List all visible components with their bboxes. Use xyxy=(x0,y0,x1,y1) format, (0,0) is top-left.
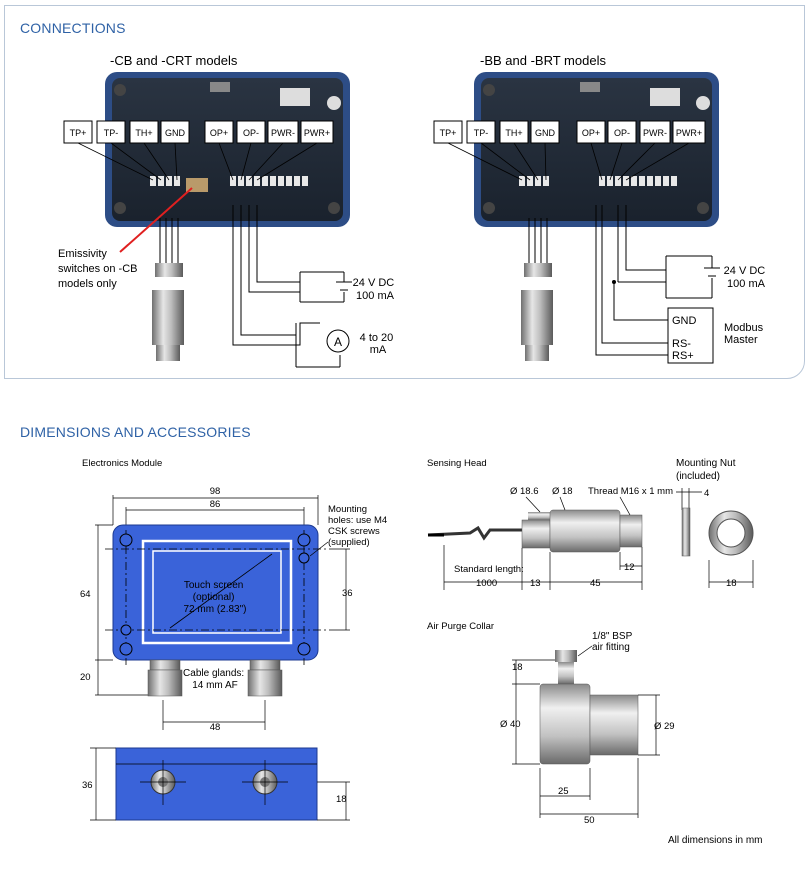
left-terminal-label: PWR- xyxy=(271,128,295,138)
module-side-view xyxy=(115,747,318,821)
modbus-pins: GND RS- RS+ xyxy=(672,315,700,362)
left-terminal-label: TP+ xyxy=(70,128,87,138)
dim-64: 64 xyxy=(80,589,91,600)
collar-dim-18: 18 xyxy=(512,662,523,673)
left-connection-diagram: -CB and -CRT models TP+ TP- TH+ GN xyxy=(58,53,398,368)
ammeter-label: A xyxy=(334,335,342,349)
connections-title: CONNECTIONS xyxy=(20,20,126,36)
sensing-head-drawing: Sensing Head Ø 18.6 Ø 18 Thread M16 x 1 … xyxy=(427,458,673,590)
right-sensing-head xyxy=(521,290,553,345)
right-terminal-label: TH+ xyxy=(505,128,522,138)
mounting-nut-drawing: Mounting Nut (included) 4 18 xyxy=(676,458,754,589)
dimensions-title: DIMENSIONS AND ACCESSORIES xyxy=(20,424,251,440)
left-terminal-label: OP+ xyxy=(210,128,228,138)
right-terminal-label: OP- xyxy=(614,128,630,138)
air-purge-collar-title: Air Purge Collar xyxy=(427,621,494,632)
right-terminal-label: PWR+ xyxy=(676,128,702,138)
dim-86: 86 xyxy=(210,499,221,510)
left-terminal-label: TH+ xyxy=(135,128,152,138)
dim-18-side: 18 xyxy=(336,794,347,805)
dim-36-side: 36 xyxy=(82,780,93,791)
standard-length-label: Standard length: xyxy=(454,564,524,575)
emissivity-pointer xyxy=(119,187,193,253)
modbus-connector xyxy=(667,307,714,364)
left-sensing-head xyxy=(152,290,184,345)
dim-d18-6: Ø 18.6 xyxy=(510,486,539,497)
electronics-module-drawing: Electronics Module 98 86 Touch xyxy=(80,458,390,821)
right-terminal-label: OP+ xyxy=(582,128,600,138)
dim-48: 48 xyxy=(210,722,221,733)
air-fitting-note: 1/8" BSP air fitting xyxy=(592,631,635,653)
right-terminal-label: TP+ xyxy=(440,128,457,138)
dim-98: 98 xyxy=(210,486,221,497)
touch-screen-outline xyxy=(141,539,293,645)
right-power-label: 24 V DC 100 mA xyxy=(724,265,769,290)
collar-dim-50: 50 xyxy=(584,815,595,826)
right-terminal-label: PWR- xyxy=(643,128,667,138)
left-terminal-label: PWR+ xyxy=(304,128,330,138)
sensing-head-title: Sensing Head xyxy=(427,458,487,469)
cable-glands-note: Cable glands: 14 mm AF xyxy=(183,668,247,691)
module-top-view xyxy=(112,524,319,661)
electronics-module-title: Electronics Module xyxy=(82,458,162,469)
dim-20: 20 xyxy=(80,672,91,683)
mounting-nut-title: Mounting Nut (included) xyxy=(676,458,738,482)
dim-d18: Ø 18 xyxy=(552,486,573,497)
left-terminal-label: TP- xyxy=(104,128,119,138)
collar-d40: Ø 40 xyxy=(500,719,521,730)
air-purge-collar-drawing: Air Purge Collar 1/8" BSP air fitting 18… xyxy=(427,621,675,826)
right-connection-diagram: -BB and -BRT models TP+ TP- TH+ GND OP+ xyxy=(433,53,769,364)
thread-label: Thread M16 x 1 mm xyxy=(588,486,673,497)
len-13: 13 xyxy=(530,578,541,589)
collar-d29: Ø 29 xyxy=(654,721,675,732)
nut-dim-18: 18 xyxy=(726,578,737,589)
collar-dim-25: 25 xyxy=(558,786,569,797)
air-purge-collar-body xyxy=(539,683,591,765)
right-terminal-label: TP- xyxy=(474,128,489,138)
len-1000: 1000 xyxy=(476,578,497,589)
left-power-label: 24 V DC 100 mA xyxy=(353,277,398,302)
len-12: 12 xyxy=(624,562,635,573)
nut-dim-4: 4 xyxy=(704,488,709,499)
right-terminal-label: GND xyxy=(535,128,556,138)
touch-screen-note: Touch screen (optional) 72 mm (2.83") xyxy=(183,580,246,615)
right-model-title: -BB and -BRT models xyxy=(480,53,606,68)
left-terminal-label: OP- xyxy=(243,128,259,138)
len-45: 45 xyxy=(590,578,601,589)
cable-glands xyxy=(147,659,283,697)
diagonal-72mm xyxy=(169,553,273,629)
current-label: 4 to 20 mA xyxy=(360,332,397,356)
ammeter-symbol xyxy=(326,329,350,353)
emissivity-note: Emissivity switches on -CB models only xyxy=(58,248,141,290)
left-model-title: -CB and -CRT models xyxy=(110,53,238,68)
left-cable-gland xyxy=(155,263,183,277)
dimensions-footer-note: All dimensions in mm xyxy=(668,835,762,846)
sensing-head-body xyxy=(549,509,621,553)
modbus-master-label: Modbus Master xyxy=(724,322,766,346)
dim-36: 36 xyxy=(342,588,353,599)
right-cable-gland xyxy=(524,263,552,277)
left-terminal-label: GND xyxy=(165,128,186,138)
mounting-holes-note: Mounting holes: use M4 CSK screws (suppl… xyxy=(328,504,390,548)
